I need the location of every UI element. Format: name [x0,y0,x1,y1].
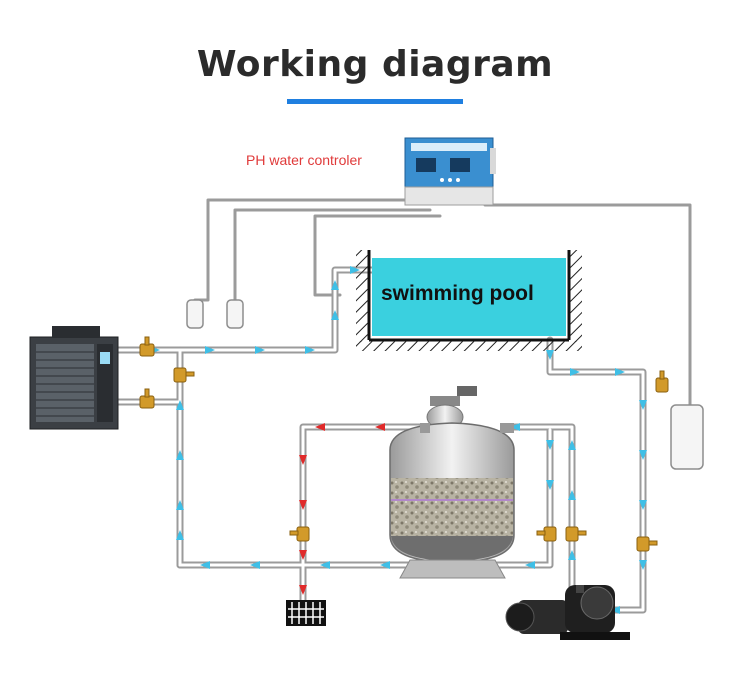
flow-arrow [525,561,535,569]
valve [565,526,587,542]
valve [139,336,155,357]
heat-pump-unit [29,326,119,430]
valve [655,370,669,393]
flow-arrow [200,561,210,569]
flow-arrow [255,346,265,354]
flow-arrow [639,560,647,570]
flow-arrow [570,368,580,376]
circulation-pump [505,585,630,640]
drain-arrow [299,585,307,595]
flow-arrow [176,450,184,460]
flow-arrow [568,550,576,560]
flow-arrow [568,490,576,500]
valve [173,367,195,383]
page-title: Working diagram [196,44,554,85]
drain-arrow [299,500,307,510]
flow-arrow [250,561,260,569]
flow-arrow [176,530,184,540]
drain-arrow [299,455,307,465]
flow-arrows [150,266,647,614]
flow-arrow [546,350,554,360]
flow-arrow [510,423,520,431]
flow-arrow [350,266,360,274]
sand-filter [389,386,515,579]
chemical-tank [226,299,244,329]
pool-label: swimming pool [381,282,534,305]
flow-arrow [639,500,647,510]
flow-arrow [176,500,184,510]
drain-arrow [315,423,325,431]
chemical-tank [670,404,704,470]
valve [636,536,658,552]
valve [289,526,310,542]
flow-arrow [331,310,339,320]
flow-arrow [176,400,184,410]
flow-arrow [568,440,576,450]
flow-arrow [305,346,315,354]
valve [139,388,155,409]
flow-arrow [615,368,625,376]
ph-controller-device [404,137,496,206]
flow-arrow [546,440,554,450]
flow-arrow [320,561,330,569]
flow-arrow [639,450,647,460]
drain-arrow [299,550,307,560]
drain-arrow [375,423,385,431]
chemical-tank [186,299,204,329]
flow-arrow [205,346,215,354]
drain-grate [286,600,326,626]
valves [139,336,669,552]
flow-arrow [331,280,339,290]
swimming-pool [356,250,582,351]
flow-arrow [380,561,390,569]
drain-arrows [299,423,385,595]
ph-controller-label: PH water controler [246,152,362,168]
title-underline [287,99,463,104]
flow-arrow [546,480,554,490]
flow-arrow [639,400,647,410]
valve [536,526,557,542]
pool-water [372,258,566,336]
chemical-tanks [186,299,704,470]
